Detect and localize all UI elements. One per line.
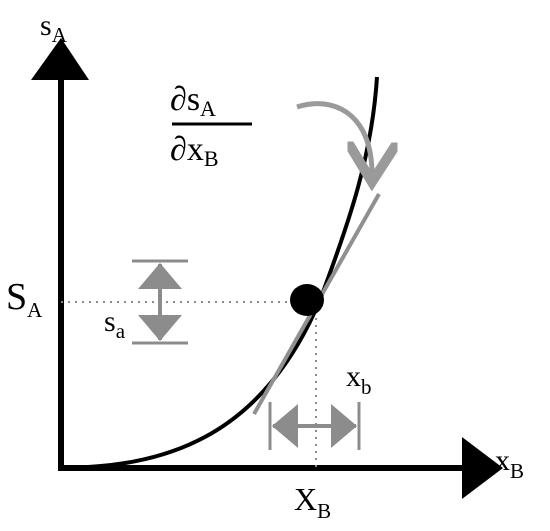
- x-axis-label: xB: [495, 444, 524, 483]
- vertical-error-arrows-icon: [132, 259, 188, 345]
- svg-text:∂xB: ∂xB: [170, 131, 219, 171]
- y-axis-label: sA: [40, 9, 68, 47]
- svg-text:∂sA: ∂sA: [170, 81, 216, 121]
- y-axis-arrow-icon: [31, 38, 89, 80]
- y-error-label: sa: [104, 305, 126, 343]
- x-axis-arrow-icon: [462, 437, 503, 499]
- x-value-label: XB: [294, 481, 331, 523]
- partial-derivative-label: ∂sA ∂xB: [170, 81, 252, 171]
- curved-arrow-icon: [296, 101, 372, 177]
- x-error-label: xb: [346, 360, 372, 399]
- y-value-label: SA: [6, 276, 43, 322]
- operating-point-dot: [290, 284, 324, 316]
- response-curve: [60, 76, 379, 470]
- horizontal-error-arrows-icon: [268, 402, 361, 450]
